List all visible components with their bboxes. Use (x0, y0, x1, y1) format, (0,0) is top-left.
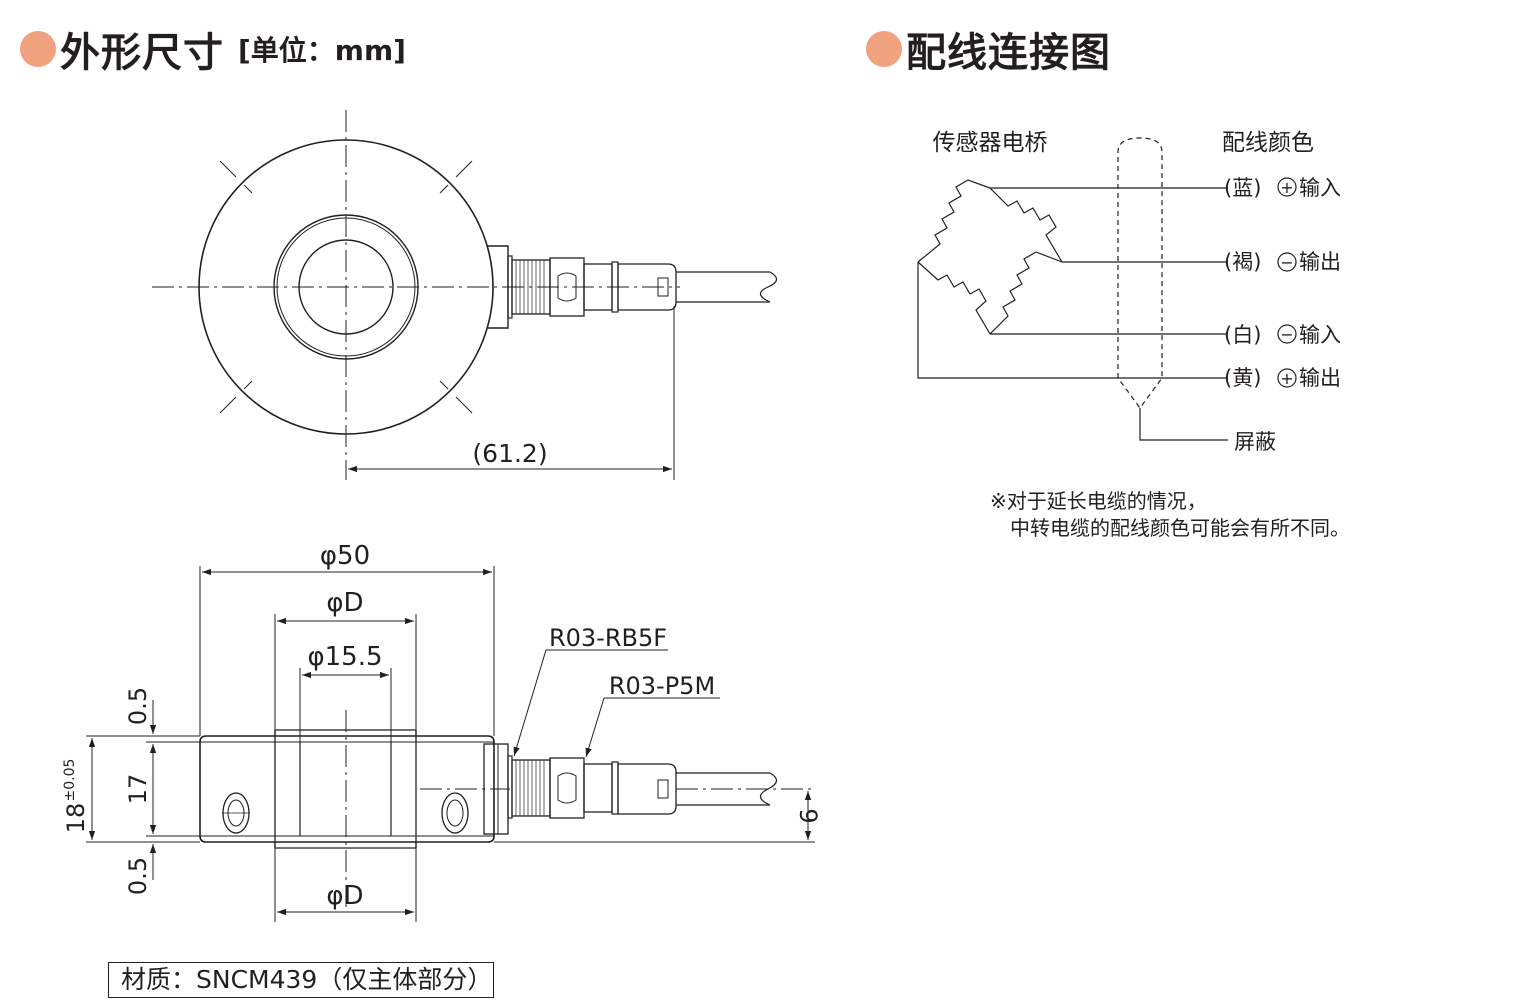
total-height-dimension: 18 ±0.05 (62, 759, 90, 834)
svg-text:−: − (1280, 325, 1293, 344)
svg-text:(黄): (黄) (1224, 366, 1261, 390)
cable-axis-height-label: 9 (794, 808, 822, 823)
svg-text:输出: 输出 (1299, 366, 1341, 390)
outer-diameter-label: φ50 (320, 541, 370, 571)
svg-text:+: + (1280, 369, 1293, 388)
wire-row-3: (白) − 输入 (1224, 323, 1341, 347)
body-height-label: 17 (124, 774, 152, 805)
total-height-label: 18 (62, 803, 90, 834)
svg-text:(蓝): (蓝) (1224, 176, 1261, 200)
tolerance-label: ±0.05 (62, 759, 78, 802)
svg-text:输入: 输入 (1299, 176, 1341, 200)
svg-text:−: − (1280, 253, 1293, 272)
top-gap-label: 0.5 (124, 687, 152, 725)
svg-text:输出: 输出 (1299, 250, 1341, 274)
connector-1-label: R03-RB5F (549, 624, 667, 652)
shield-outline (1117, 137, 1163, 410)
dimensions-title: 外形尺寸 [单位：mm] (20, 20, 406, 78)
resistor-r4 (989, 251, 1063, 335)
bottom-gap-label: 0.5 (124, 857, 152, 895)
material-label: 材质：SNCM439（仅主体部分） (108, 962, 494, 998)
inner-diameter-label: φ15.5 (307, 642, 382, 672)
note-line-2: 中转电缆的配线颜色可能会有所不同。 (1010, 516, 1350, 540)
svg-text:输入: 输入 (1299, 323, 1341, 347)
side-view (86, 566, 815, 922)
wiring-diagram (917, 137, 1228, 441)
wire-row-2: (褐) − 输出 (1224, 250, 1341, 274)
wire-row-1: (蓝) + 输入 (1224, 176, 1341, 200)
resistor-r3 (917, 261, 991, 335)
svg-text:(褐): (褐) (1224, 250, 1261, 274)
bridge-label: 传感器电桥 (933, 130, 1048, 156)
unit-label: [单位：mm] (238, 34, 406, 67)
svg-text:+: + (1280, 178, 1293, 197)
svg-text:(白): (白) (1224, 323, 1261, 347)
shield-label: 屏蔽 (1234, 430, 1276, 454)
bore-inner (298, 239, 394, 335)
bullet-dot-icon (20, 31, 56, 67)
bore-outer (273, 214, 419, 360)
wiring-title: 配线连接图 (866, 20, 1111, 78)
wire-row-4: (黄) + 输出 (1224, 366, 1341, 390)
length-dimension-label: (61.2) (472, 439, 547, 468)
bullet-dot-icon (866, 31, 902, 67)
top-view (152, 110, 778, 480)
color-header: 配线颜色 (1222, 130, 1314, 156)
resistor-r1 (917, 179, 991, 263)
upper-bore-label: φD (326, 588, 363, 618)
note-line-1: ※对于延长电缆的情况， (990, 489, 1207, 513)
lower-bore-label: φD (326, 881, 363, 911)
outer-ring (198, 139, 494, 435)
connector-2-label: R03-P5M (609, 672, 715, 700)
resistor-r2 (989, 187, 1063, 263)
